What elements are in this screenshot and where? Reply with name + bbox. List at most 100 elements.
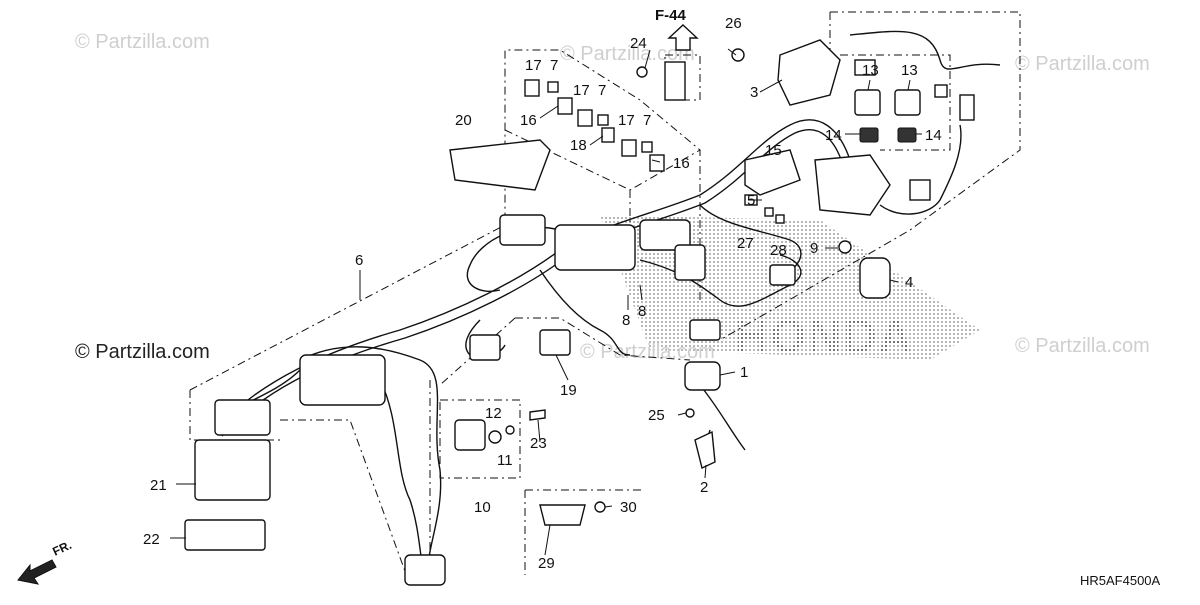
callout-17b: 17 xyxy=(573,82,590,99)
fuse-7a xyxy=(547,81,559,93)
callout-27: 27 xyxy=(737,235,754,252)
callout-2: 2 xyxy=(700,479,708,496)
front-arrow-icon xyxy=(17,559,57,585)
bracket-f44 xyxy=(664,61,686,101)
fuse-28 xyxy=(775,214,785,224)
callout-7a: 7 xyxy=(550,57,558,74)
callout-12: 12 xyxy=(485,405,502,422)
callout-8a: 8 xyxy=(622,312,630,329)
relay-13b xyxy=(894,89,921,116)
reference-arrow: F-44 xyxy=(655,7,699,51)
watermark-top-center: © Partzilla.com xyxy=(560,43,695,65)
fuse-7b xyxy=(597,114,609,126)
callout-6: 6 xyxy=(355,252,363,269)
fuse-box-15 xyxy=(744,149,801,196)
callout-29: 29 xyxy=(538,555,555,572)
relay-holder-14a xyxy=(859,127,879,143)
callout-8b: 8 xyxy=(638,303,646,320)
callout-5: 5 xyxy=(747,192,755,209)
watermark-left: © Partzilla.com xyxy=(75,341,210,363)
up-arrow-icon xyxy=(667,24,699,51)
callout-1: 1 xyxy=(740,364,748,381)
front-label: FR. xyxy=(50,538,73,559)
relay-16b xyxy=(649,154,665,172)
connector-boot-22 xyxy=(184,519,266,551)
ecu-3 xyxy=(777,39,841,106)
callout-11: 11 xyxy=(497,452,513,469)
connector-cover-21 xyxy=(194,439,271,501)
callout-7c: 7 xyxy=(643,112,651,129)
callout-15: 15 xyxy=(765,142,782,159)
callout-10: 10 xyxy=(474,499,491,516)
outline-relay-right xyxy=(840,54,951,151)
callout-13b: 13 xyxy=(901,62,918,79)
outline-lower xyxy=(280,380,431,586)
harness-connector-right xyxy=(769,264,796,286)
grommet-9 xyxy=(838,240,852,254)
relay-holder-14b xyxy=(897,127,917,143)
harness-end-connector xyxy=(214,399,271,436)
front-indicator: FR. xyxy=(17,538,74,585)
callout-24: 24 xyxy=(630,35,647,52)
relay-17c xyxy=(621,139,637,157)
bolt-26 xyxy=(731,48,745,62)
callout-13a: 13 xyxy=(862,62,879,79)
harness-connector-cluster xyxy=(639,219,691,251)
callout-14b: 14 xyxy=(925,127,942,144)
callout-20: 20 xyxy=(455,112,472,129)
outline-bracket-10 xyxy=(439,399,521,479)
fuse-27 xyxy=(764,207,774,217)
relay-16a xyxy=(557,97,573,115)
callout-23: 23 xyxy=(530,435,547,452)
callout-17c: 17 xyxy=(618,112,635,129)
callout-16a: 16 xyxy=(520,112,537,129)
leader-lines xyxy=(170,48,922,556)
callout-16b: 16 xyxy=(673,155,690,172)
connector-top-right xyxy=(854,59,876,76)
terminal-lower-right xyxy=(909,179,931,201)
parts xyxy=(184,39,975,551)
callout-26: 26 xyxy=(725,15,742,32)
sensor-19 xyxy=(539,329,571,356)
callout-25: 25 xyxy=(648,407,665,424)
callout-9: 9 xyxy=(810,240,818,257)
bolt-24 xyxy=(636,66,648,78)
harness-connector-bundle-left xyxy=(299,354,386,406)
callout-28: 28 xyxy=(770,242,787,259)
ignition-coil-1 xyxy=(684,361,721,391)
fuse-box-lid xyxy=(449,139,551,191)
harness-connector-left xyxy=(499,214,546,246)
fuse-7c xyxy=(641,141,653,153)
terminal-right xyxy=(959,94,975,121)
harness-connector-19-adj xyxy=(469,334,501,361)
main-fuse-block xyxy=(814,154,891,216)
outline-bracket-29 xyxy=(524,489,645,575)
relay-17a xyxy=(524,79,540,97)
harness-connector-mid xyxy=(674,244,706,281)
bolt-23 xyxy=(529,409,546,421)
callout-17a: 17 xyxy=(525,57,542,74)
main-wire-harness xyxy=(214,30,1001,586)
clip-11 xyxy=(505,425,515,435)
callout-18: 18 xyxy=(570,137,587,154)
spark-plug-cap-2 xyxy=(694,430,716,469)
callout-14a: 14 xyxy=(825,127,842,144)
harness-junction-block xyxy=(554,224,636,271)
grommet-12 xyxy=(488,430,502,444)
callout-4: 4 xyxy=(905,274,913,291)
watermark-top-right: © Partzilla.com xyxy=(1015,53,1150,75)
callout-19: 19 xyxy=(560,382,577,399)
bracket-29 xyxy=(539,504,586,526)
harness-connector-low xyxy=(689,319,721,341)
watermark-top-left: © Partzilla.com xyxy=(75,31,210,53)
callout-labels: 1 2 3 4 5 6 7 7 7 8 8 9 10 11 12 13 13 1… xyxy=(143,15,942,572)
relay-18 xyxy=(601,127,615,143)
callout-30: 30 xyxy=(620,499,637,516)
callout-22: 22 xyxy=(143,531,160,548)
watermark-right: © Partzilla.com xyxy=(1015,335,1150,357)
watermark-center: © Partzilla.com xyxy=(580,341,715,363)
outline-coil xyxy=(439,317,691,386)
brand-mark: HONDA xyxy=(735,310,914,362)
bolt-30 xyxy=(594,501,606,513)
